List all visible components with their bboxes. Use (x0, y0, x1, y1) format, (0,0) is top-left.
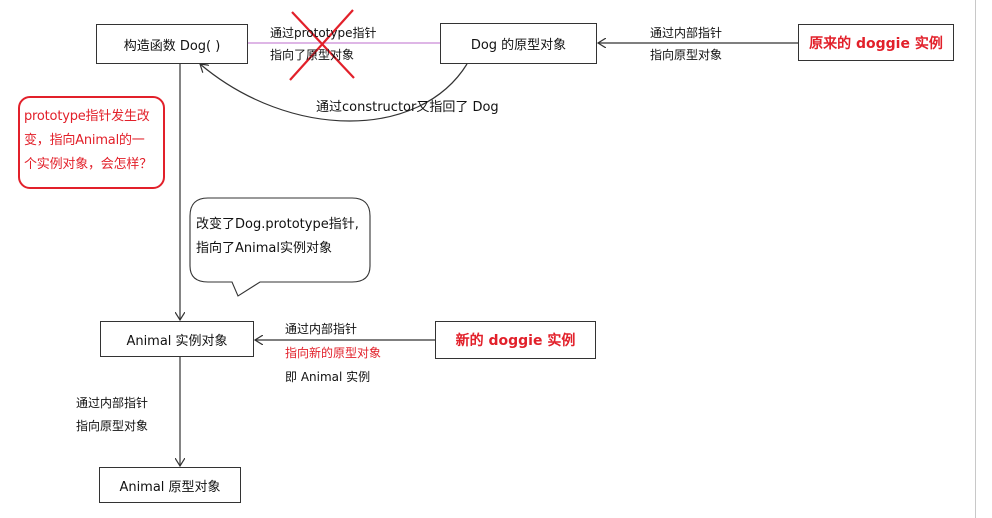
animal-prototype-box: Animal 原型对象 (99, 467, 241, 503)
new-instance-label-2: 指向新的原型对象 (285, 346, 382, 360)
new-instance-label-1: 通过内部指针 (285, 322, 358, 336)
constructor-dog-box: 构造函数 Dog( ) (96, 24, 248, 64)
original-doggie-instance-box: 原来的 doggie 实例 (798, 24, 954, 61)
new-instance-label-3: 即 Animal 实例 (285, 370, 371, 384)
original-internal-label-2: 指向原型对象 (650, 48, 723, 62)
bubble-line-2: 指向了Animal实例对象 (196, 241, 332, 256)
cross-mark-stroke-2 (289, 9, 354, 81)
animal-internal-label-1: 通过内部指针 (76, 396, 149, 410)
question-box: prototype指针发生改 变，指向Animal的一 个实例对象，会怎样？ (18, 96, 165, 189)
original-internal-label-1: 通过内部指针 (650, 26, 723, 40)
speech-bubble-text: 改变了Dog.prototype指针, 指向了Animal实例对象 (196, 213, 372, 261)
new-doggie-instance-box: 新的 doggie 实例 (435, 321, 596, 359)
right-divider (975, 0, 976, 518)
constructor-back-link (200, 64, 468, 122)
speech-bubble (189, 197, 371, 297)
cross-mark-stroke-1 (291, 11, 355, 79)
question-line-3: 个实例对象，会怎样？ (24, 157, 153, 172)
question-line-1: prototype指针发生改 (24, 109, 150, 124)
question-line-2: 变，指向Animal的一 (24, 133, 145, 148)
prototype-label-2: 指向了原型对象 (270, 48, 355, 62)
animal-instance-box: Animal 实例对象 (100, 321, 254, 357)
constructor-back-label: 通过constructor又指回了 Dog (316, 100, 499, 115)
animal-internal-label-2: 指向原型对象 (76, 419, 149, 433)
prototype-label-1: 通过prototype指针 (270, 26, 377, 40)
dog-prototype-box: Dog 的原型对象 (440, 23, 597, 64)
bubble-line-1: 改变了Dog.prototype指针, (196, 217, 359, 232)
